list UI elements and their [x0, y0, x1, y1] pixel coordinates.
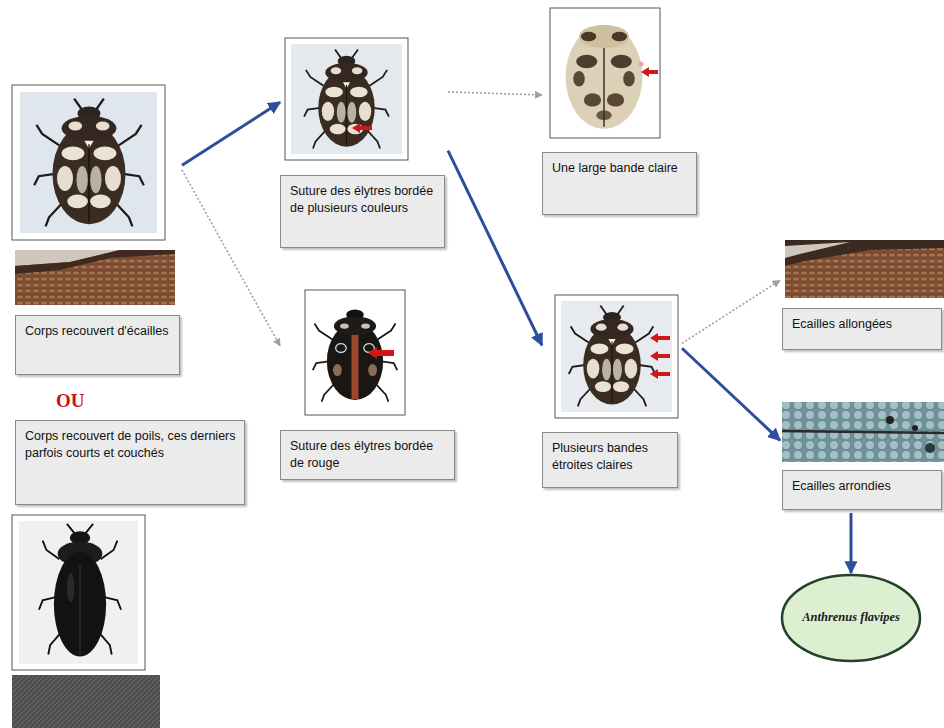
- key-step: Corps recouvert de poils, ces derniers p…: [15, 420, 245, 508]
- caption-box: Ecailles arrondies: [782, 470, 942, 510]
- caption-box: Suture des élytres bordée de rouge: [280, 430, 455, 480]
- main-arrow: [448, 151, 542, 346]
- alternative-arrow: [182, 170, 280, 346]
- photo-ground: [20, 92, 157, 233]
- photo-ground: [291, 44, 402, 154]
- caption-box: Suture des élytres bordée de plusieurs c…: [280, 175, 445, 248]
- beetle-figure: [39, 524, 121, 657]
- alternative-arrow: [448, 92, 542, 95]
- beetle-photo: [305, 290, 405, 415]
- or-label: OU: [56, 390, 85, 412]
- result-ellipse: Anthrenus flavipes: [780, 573, 922, 663]
- dark-spot: [886, 416, 894, 424]
- scale-texture: [782, 402, 944, 462]
- caption-text: Corps recouvert d'écailles: [25, 323, 171, 340]
- pink-mark: [639, 62, 644, 67]
- photo-frame: [285, 38, 408, 160]
- key-step: Suture des élytres bordée de plusieurs c…: [280, 36, 448, 251]
- caption-text: Ecailles arrondies: [792, 478, 933, 495]
- beetle-figure: [569, 306, 655, 407]
- scale-photo: [782, 402, 944, 462]
- beetle-figure: [304, 50, 389, 149]
- photo-frame: [12, 515, 145, 670]
- photo-ground: [561, 301, 672, 412]
- pointer-arrow: [650, 351, 670, 361]
- pale-scales: [785, 242, 850, 258]
- beetle-figure: [566, 25, 643, 129]
- caption-box: Ecailles allongées: [782, 308, 942, 350]
- species-name: Anthrenus flavipes: [802, 610, 900, 626]
- pointer-arrow: [650, 369, 670, 379]
- key-step: Suture des élytres bordée de rouge: [280, 288, 458, 483]
- pointer-arrow: [368, 347, 394, 359]
- key-step: Plusieurs bandes étroites claires: [542, 293, 682, 491]
- scale-photo: [785, 240, 944, 298]
- suture-line: [782, 431, 944, 433]
- caption-text: Ecailles allongées: [792, 316, 933, 333]
- caption-text: Corps recouvert de poils, ces derniers p…: [25, 428, 236, 462]
- caption-text: Suture des élytres bordée de plusieurs c…: [290, 183, 436, 217]
- beetle-figure: [34, 99, 144, 227]
- caption-box: Corps recouvert de poils, ces derniers p…: [15, 420, 245, 505]
- hair-texture: [12, 675, 160, 728]
- pointer-arrow: [650, 333, 670, 343]
- caption-box: Une large bande claire: [542, 152, 697, 215]
- dark-scales: [785, 240, 944, 266]
- photo-frame: [550, 8, 660, 138]
- main-arrow: [682, 348, 780, 440]
- beetle-photo: [550, 8, 660, 138]
- dark-spot: [925, 443, 935, 453]
- dark-spot: [912, 425, 918, 431]
- ellipse-shape: [782, 575, 920, 661]
- photo-frame: [12, 85, 165, 240]
- photo-frame: [305, 290, 405, 415]
- key-step: Ecailles allongées: [780, 238, 944, 353]
- pointer-arrow: [352, 123, 372, 133]
- alternative-arrow: [682, 280, 780, 343]
- beetle-figure: [313, 309, 397, 401]
- beetle-photo: [12, 85, 165, 240]
- beetle-photo: [285, 38, 408, 160]
- beetle-photo: [12, 515, 145, 670]
- caption-text: Une large bande claire: [552, 160, 688, 177]
- key-step: Corps recouvert d'écailles: [12, 85, 182, 378]
- scale-texture: [785, 240, 944, 298]
- caption-text: Plusieurs bandes étroites claires: [552, 440, 669, 474]
- scale-texture: [15, 250, 175, 305]
- caption-box: Plusieurs bandes étroites claires: [542, 432, 678, 488]
- key-step: Ecailles arrondies: [780, 400, 944, 513]
- dark-scales: [15, 250, 175, 274]
- key-step: Une large bande claire: [542, 6, 700, 218]
- beetle-photo: [555, 295, 678, 418]
- scale-photo: [15, 250, 175, 305]
- photo-ground: [19, 521, 138, 664]
- pointer-arrow: [641, 67, 658, 77]
- main-arrow: [182, 102, 280, 165]
- caption-box: Corps recouvert d'écailles: [15, 315, 180, 375]
- main-arrow: [850, 513, 853, 573]
- photo-frame: [555, 295, 678, 418]
- caption-text: Suture des élytres bordée de rouge: [290, 438, 446, 472]
